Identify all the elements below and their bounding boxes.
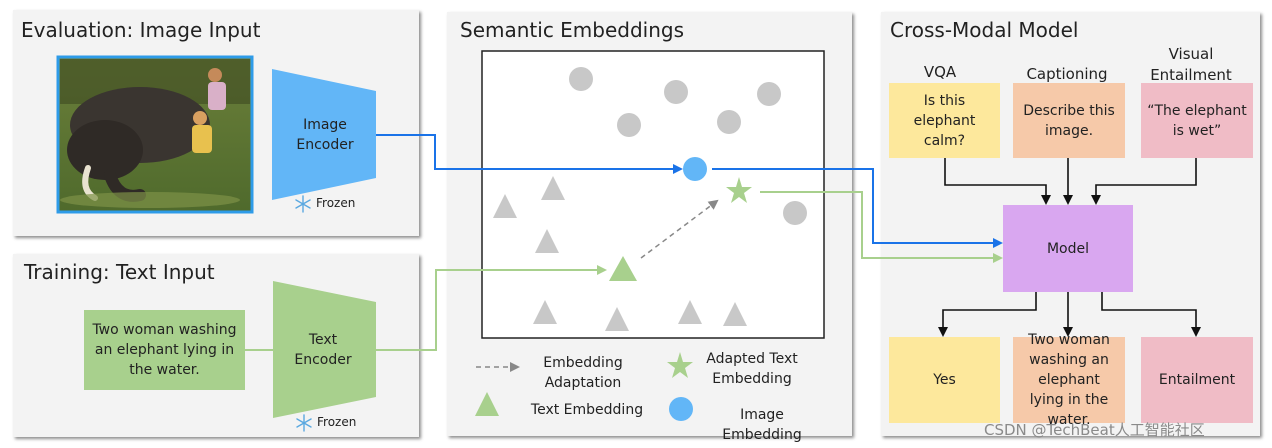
entailment-input-box: “The elephant is wet”: [1141, 83, 1253, 158]
watermark: CSDN @TechBeat人工智能社区: [984, 421, 1205, 439]
evaluation-title: Evaluation: Image Input: [21, 18, 261, 42]
adapted-embedding-point: [726, 177, 752, 203]
text-embedding-point: [609, 256, 637, 281]
model-box: Model: [1003, 205, 1133, 292]
legend-image-embedding: Image Embedding: [722, 407, 802, 443]
text-encoder-label: Text Encoder: [294, 332, 352, 368]
vqa-label: VQA: [923, 63, 957, 81]
captioning-label: Captioning: [1026, 65, 1108, 83]
snowflake-icon-image: [295, 195, 311, 213]
legend-embedding-adaptation: Embedding Adaptation: [543, 355, 623, 391]
legend-triangle: [475, 392, 499, 416]
elephant-photo: [56, 55, 254, 214]
legend-adapted-text-embedding: Adapted Text Embedding: [706, 351, 798, 387]
frozen-label-text: Frozen: [317, 415, 357, 429]
legend-star: [667, 352, 693, 378]
embeddings-title: Semantic Embeddings: [460, 18, 685, 42]
captioning-output-box: Two woman washing an elephant lying in t…: [1013, 332, 1125, 428]
image-embedding-points: [569, 67, 807, 225]
text-embedding-points: [493, 176, 747, 331]
image-encoder-label: Image Encoder: [296, 117, 354, 153]
vqa-input-box: Is this elephant calm?: [889, 83, 1000, 158]
frozen-label-image: Frozen: [316, 196, 356, 210]
snowflake-icon-text: [296, 414, 312, 432]
training-caption-box: Two woman washing an elephant lying in t…: [84, 310, 245, 390]
entailment-output-box: Entailment: [1141, 337, 1253, 423]
training-title: Training: Text Input: [24, 260, 215, 284]
legend-text-embedding: Text Embedding: [530, 402, 644, 418]
captioning-input-box: Describe this image.: [1013, 83, 1125, 158]
model-title: Cross-Modal Model: [890, 18, 1079, 42]
vqa-output-box: Yes: [889, 337, 1000, 423]
image-encoder-shape: [272, 69, 376, 200]
legend-circle: [669, 397, 693, 421]
image-embedding-point: [683, 157, 707, 181]
text-encoder-shape: [273, 281, 376, 418]
visual-entailment-label: Visual Entailment: [1150, 45, 1232, 84]
